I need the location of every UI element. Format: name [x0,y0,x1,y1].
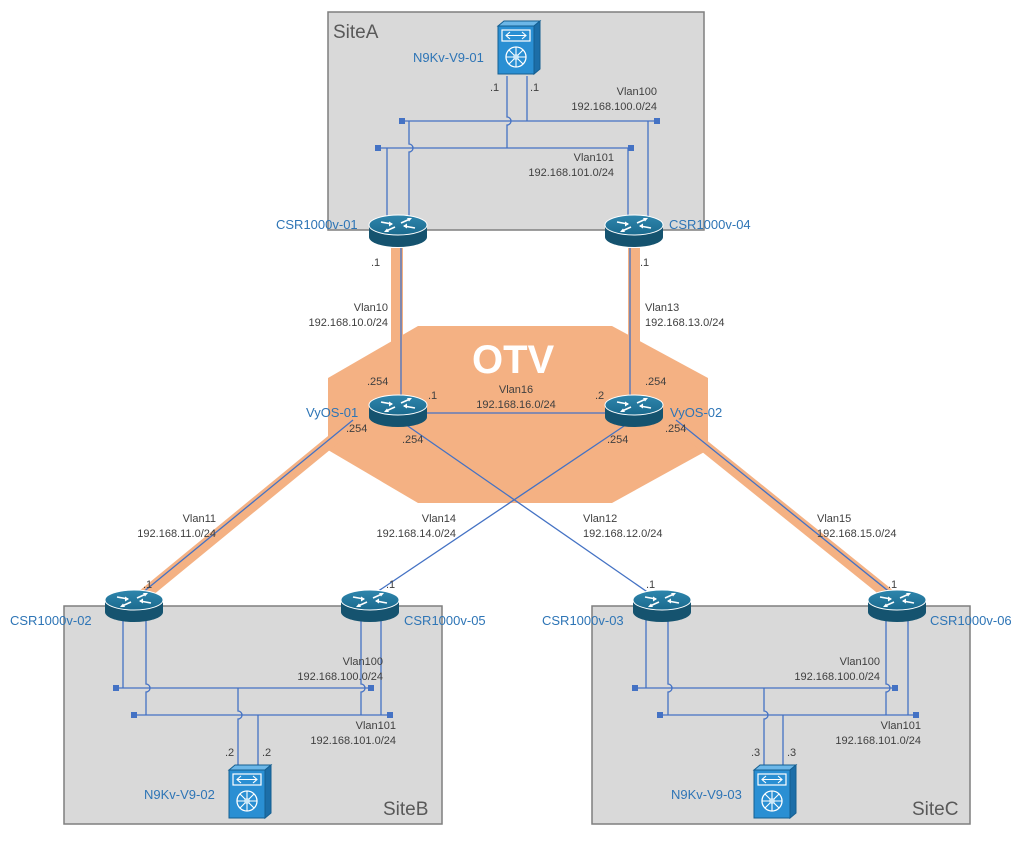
ip-suffix: .254 [402,434,423,446]
device-label-csr-06: CSR1000v-06 [930,613,1012,628]
device-label-csr-01: CSR1000v-01 [276,217,358,232]
switch-icon[interactable] [497,20,541,75]
vlan-subnet: 192.168.101.0/24 [528,167,614,179]
device-label-vyos-02: VyOS-02 [670,405,722,420]
ip-suffix: .1 [371,257,380,269]
device-label-n9k-03: N9Kv-V9-03 [671,787,742,802]
interface-addresses: .1 .1 .1 .1 .254 .1 .254 .254 .2 .254 .2… [143,82,897,759]
router-icon[interactable] [632,589,692,623]
site-a-wires [375,76,660,222]
router-icon[interactable] [604,214,664,248]
router-icon[interactable] [604,394,664,428]
ip-suffix: .254 [665,423,686,435]
ip-suffix: .1 [490,82,499,94]
vlan-name: Vlan100 [343,656,383,668]
vlan-subnet: 192.168.14.0/24 [376,528,456,540]
vlan-subnet: 192.168.101.0/24 [835,735,921,747]
ip-suffix: .254 [346,423,367,435]
vlan-subnet: 192.168.100.0/24 [794,671,880,683]
router-icon[interactable] [104,589,164,623]
vlan-subnet: 192.168.12.0/24 [583,528,663,540]
ip-suffix: .2 [262,747,271,759]
device-label-n9k-01: N9Kv-V9-01 [413,50,484,65]
vlan-name: Vlan101 [881,720,921,732]
vlan-name: Vlan101 [574,152,614,164]
ip-suffix: .1 [530,82,539,94]
ip-suffix: .2 [595,390,604,402]
otv-cloud [328,326,708,503]
ip-suffix: .1 [143,579,152,591]
site-b-wires [113,618,393,768]
vlan-name: Vlan12 [583,513,617,525]
ip-suffix: .1 [888,579,897,591]
router-icon[interactable] [368,214,428,248]
vlan-subnet: 192.168.100.0/24 [571,101,657,113]
site-a-title: SiteA [333,22,379,43]
vlan-name: Vlan100 [840,656,880,668]
vlan-name: Vlan16 [499,384,533,396]
router-icon[interactable] [340,589,400,623]
vlan-name: Vlan10 [354,302,388,314]
device-label-vyos-01: VyOS-01 [306,405,358,420]
vlan-name: Vlan14 [422,513,456,525]
core-wires [135,248,898,599]
link-vlan15 [668,415,897,603]
link-vlan11 [136,415,361,603]
vlan-name: Vlan13 [645,302,679,314]
device-label-csr-04: CSR1000v-04 [669,217,751,232]
otv-label: OTV [472,338,555,382]
vlan-subnet: 192.168.15.0/24 [817,528,897,540]
vlan-subnet: 192.168.11.0/24 [137,528,216,540]
ip-suffix: .2 [225,747,234,759]
site-b-title: SiteB [383,799,428,820]
vlan-subnet: 192.168.16.0/24 [476,399,556,411]
switch-icon[interactable] [228,764,272,819]
vlan-name: Vlan11 [183,513,216,525]
vlan-subnet: 192.168.100.0/24 [297,671,383,683]
site-c-wires [632,618,919,768]
vlan-name: Vlan100 [617,86,657,98]
device-label-csr-03: CSR1000v-03 [542,613,624,628]
ip-suffix: .1 [640,257,649,269]
vlan-name: Vlan101 [356,720,396,732]
ip-suffix: .1 [646,579,655,591]
router-icon[interactable] [867,589,927,623]
ip-suffix: .254 [607,434,628,446]
vlan-subnet: 192.168.101.0/24 [310,735,396,747]
ip-suffix: .254 [367,376,388,388]
switch-icon[interactable] [753,764,797,819]
vlan-subnet: 192.168.13.0/24 [645,317,725,329]
ip-suffix: .1 [428,390,437,402]
ip-suffix: .1 [386,579,395,591]
router-icon[interactable] [368,394,428,428]
ip-suffix: .254 [645,376,666,388]
device-label-csr-05: CSR1000v-05 [404,613,486,628]
device-label-csr-02: CSR1000v-02 [10,613,92,628]
ip-suffix: .3 [751,747,760,759]
vlan-name: Vlan15 [817,513,851,525]
site-c-title: SiteC [912,799,958,820]
device-label-n9k-02: N9Kv-V9-02 [144,787,215,802]
ip-suffix: .3 [787,747,796,759]
vlan-subnet: 192.168.10.0/24 [308,317,388,329]
